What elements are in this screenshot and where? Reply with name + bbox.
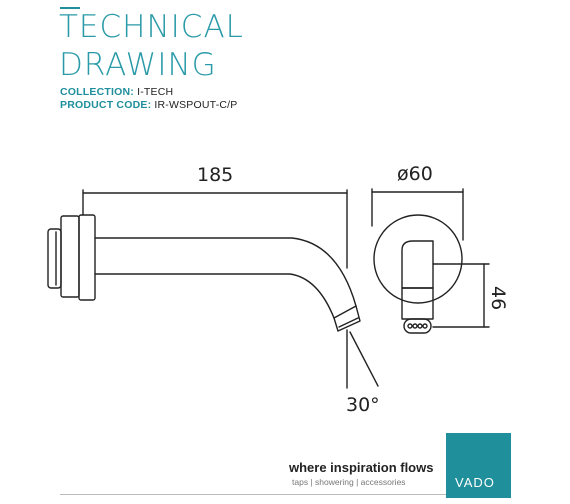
tagline: where inspiration flows — [289, 460, 434, 475]
product-code-row: PRODUCT CODE: IR-WSPOUT-C/P — [60, 99, 238, 111]
dim-angle-label: 30° — [346, 394, 380, 416]
end-view-backplate-circle — [373, 214, 463, 304]
footer-divider — [60, 494, 446, 495]
end-view-spout-top — [401, 240, 434, 289]
collection-label: COLLECTION: — [60, 86, 134, 98]
end-view-aerator-dots — [407, 323, 428, 329]
brand-logo: VADO — [446, 433, 511, 498]
dim-length-label: 185 — [197, 164, 233, 186]
angle-line-sloped — [349, 331, 379, 387]
product-code-value: IR-WSPOUT-C/P — [154, 99, 238, 111]
category-links: taps | showering | accessories — [292, 477, 406, 487]
backplate-flange — [60, 215, 80, 298]
backplate-cover — [78, 214, 96, 301]
brand-logo-text: VADO — [455, 475, 495, 490]
title-line-2: DRAWING — [59, 47, 217, 83]
product-code-label: PRODUCT CODE: — [60, 99, 152, 111]
spout-tip — [333, 305, 361, 332]
collection-row: COLLECTION: I-TECH — [60, 86, 173, 98]
end-view-aerator — [403, 318, 432, 334]
dim-height-label: 46 — [487, 286, 509, 310]
backplate-outer-ring — [47, 228, 62, 289]
header-accent-line — [60, 7, 80, 9]
spout-body — [94, 237, 357, 319]
dim-diameter-label: ø60 — [397, 163, 433, 185]
spout-aerator-line — [338, 317, 359, 328]
collection-value: I-TECH — [137, 86, 174, 98]
title-line-1: TECHNICAL — [59, 9, 244, 45]
